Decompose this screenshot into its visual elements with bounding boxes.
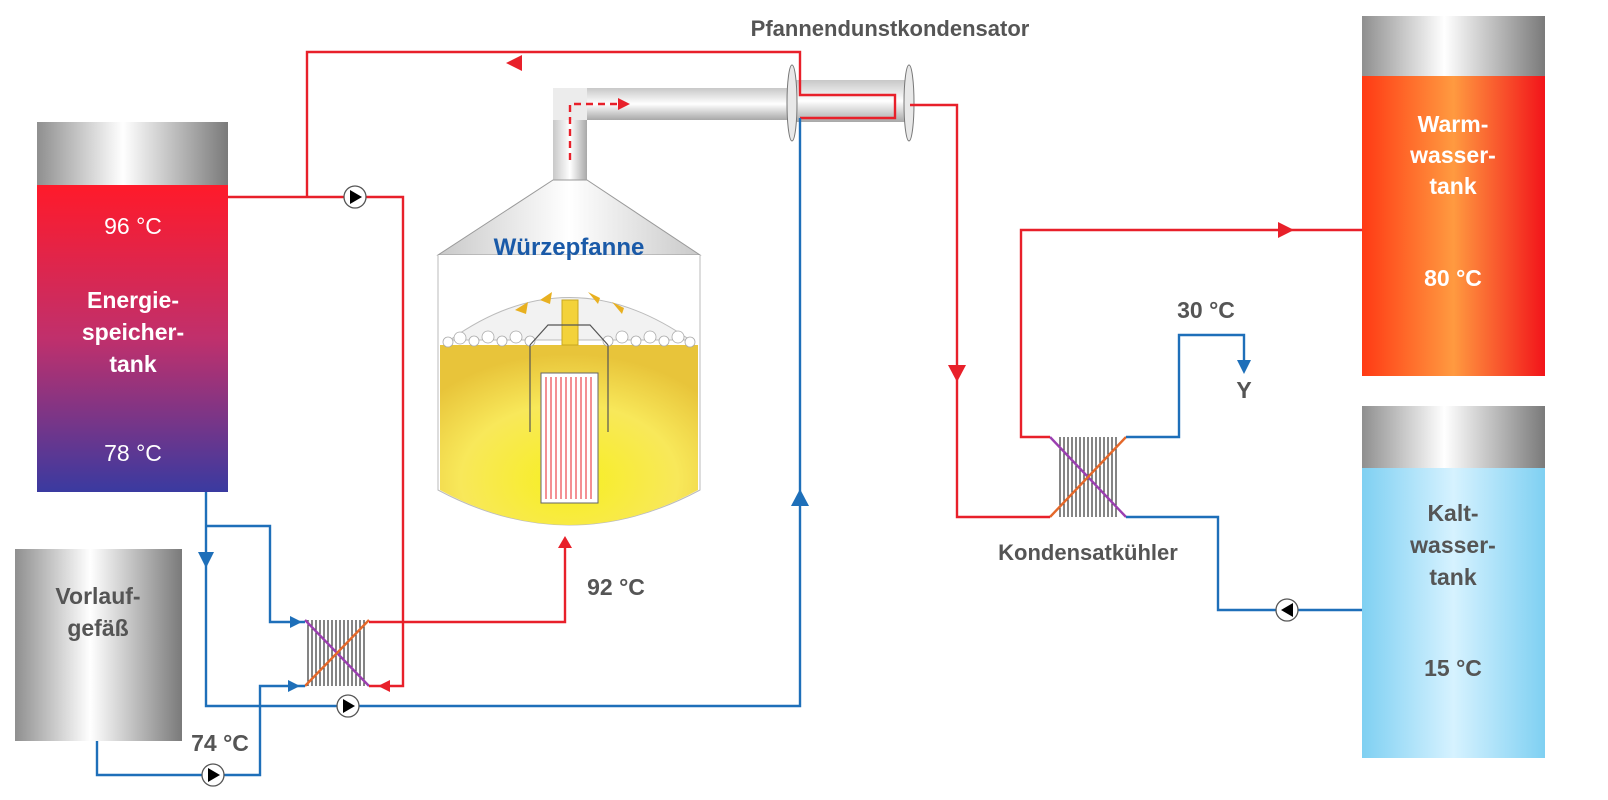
cold-water-lines bbox=[95, 118, 1362, 777]
energy-tank-label-2: speicher- bbox=[82, 319, 184, 345]
arrow-energy-down bbox=[198, 552, 214, 568]
arrow-outlet-y bbox=[1237, 360, 1251, 374]
arrow-condenser-return bbox=[506, 55, 522, 71]
cooler-outlet-temp: 30 °C bbox=[1177, 297, 1235, 323]
condensate-cooler bbox=[1049, 436, 1127, 518]
cold-tank-label-3: tank bbox=[1429, 564, 1477, 590]
pump-energy-outlet bbox=[343, 185, 367, 209]
warm-tank-label-3: tank bbox=[1429, 173, 1477, 199]
feed-temp-label: 74 °C bbox=[191, 730, 249, 756]
feed-vessel-label-1: Vorlauf- bbox=[55, 583, 140, 609]
pump-feed-vessel bbox=[201, 763, 225, 787]
pump-cold-water bbox=[1275, 598, 1299, 622]
energy-tank-bottom-temp: 78 °C bbox=[104, 440, 162, 466]
warm-tank-temp: 80 °C bbox=[1424, 265, 1482, 291]
cold-water-tank: Kalt- wasser- tank 15 °C bbox=[1362, 406, 1545, 758]
arrow-hx-in-bottom bbox=[288, 680, 300, 692]
outlet-y-label: Y bbox=[1236, 377, 1251, 403]
arrow-to-warm-tank bbox=[1278, 222, 1294, 238]
condenser-label: Pfannendunstkondensator bbox=[751, 16, 1030, 41]
arrow-hx-in-top bbox=[290, 616, 302, 628]
cold-tank-label-2: wasser- bbox=[1409, 532, 1496, 558]
pump-return-line bbox=[336, 694, 360, 718]
condensate-cooler-label: Kondensatkühler bbox=[998, 540, 1178, 565]
arrow-condenser-down bbox=[948, 365, 966, 382]
hot-water-lines bbox=[228, 50, 1362, 688]
feed-vessel-label-2: gefäß bbox=[67, 615, 128, 641]
warm-water-tank: Warm- wasser- tank 80 °C bbox=[1362, 16, 1545, 376]
flow-arrows bbox=[198, 55, 1294, 692]
feed-vessel: Vorlauf- gefäß bbox=[15, 549, 182, 741]
energy-tank-top-temp: 96 °C bbox=[104, 213, 162, 239]
kettle-title: Würzepfanne bbox=[494, 234, 645, 261]
wort-kettle bbox=[436, 179, 702, 526]
cold-tank-label-1: Kalt- bbox=[1427, 500, 1478, 526]
warm-tank-label-1: Warm- bbox=[1418, 111, 1489, 137]
vapour-flow-arrowhead bbox=[618, 98, 630, 110]
vapour-condenser bbox=[786, 64, 915, 142]
arrow-riser-up bbox=[791, 489, 809, 506]
cold-tank-temp: 15 °C bbox=[1424, 655, 1482, 681]
warm-tank-label-2: wasser- bbox=[1409, 142, 1496, 168]
energy-tank-label-3: tank bbox=[109, 351, 157, 377]
energy-storage-tank: 96 °C Energie- speicher- tank 78 °C bbox=[37, 122, 228, 492]
arrow-to-kettle bbox=[558, 536, 572, 548]
vapour-pipe bbox=[553, 88, 815, 183]
energy-tank-label-1: Energie- bbox=[87, 287, 179, 313]
arrow-hx-return bbox=[378, 680, 390, 692]
heat-exchanger-left bbox=[304, 619, 370, 687]
kettle-inlet-temp: 92 °C bbox=[587, 574, 645, 600]
vapour-flow-arrow bbox=[568, 102, 620, 160]
